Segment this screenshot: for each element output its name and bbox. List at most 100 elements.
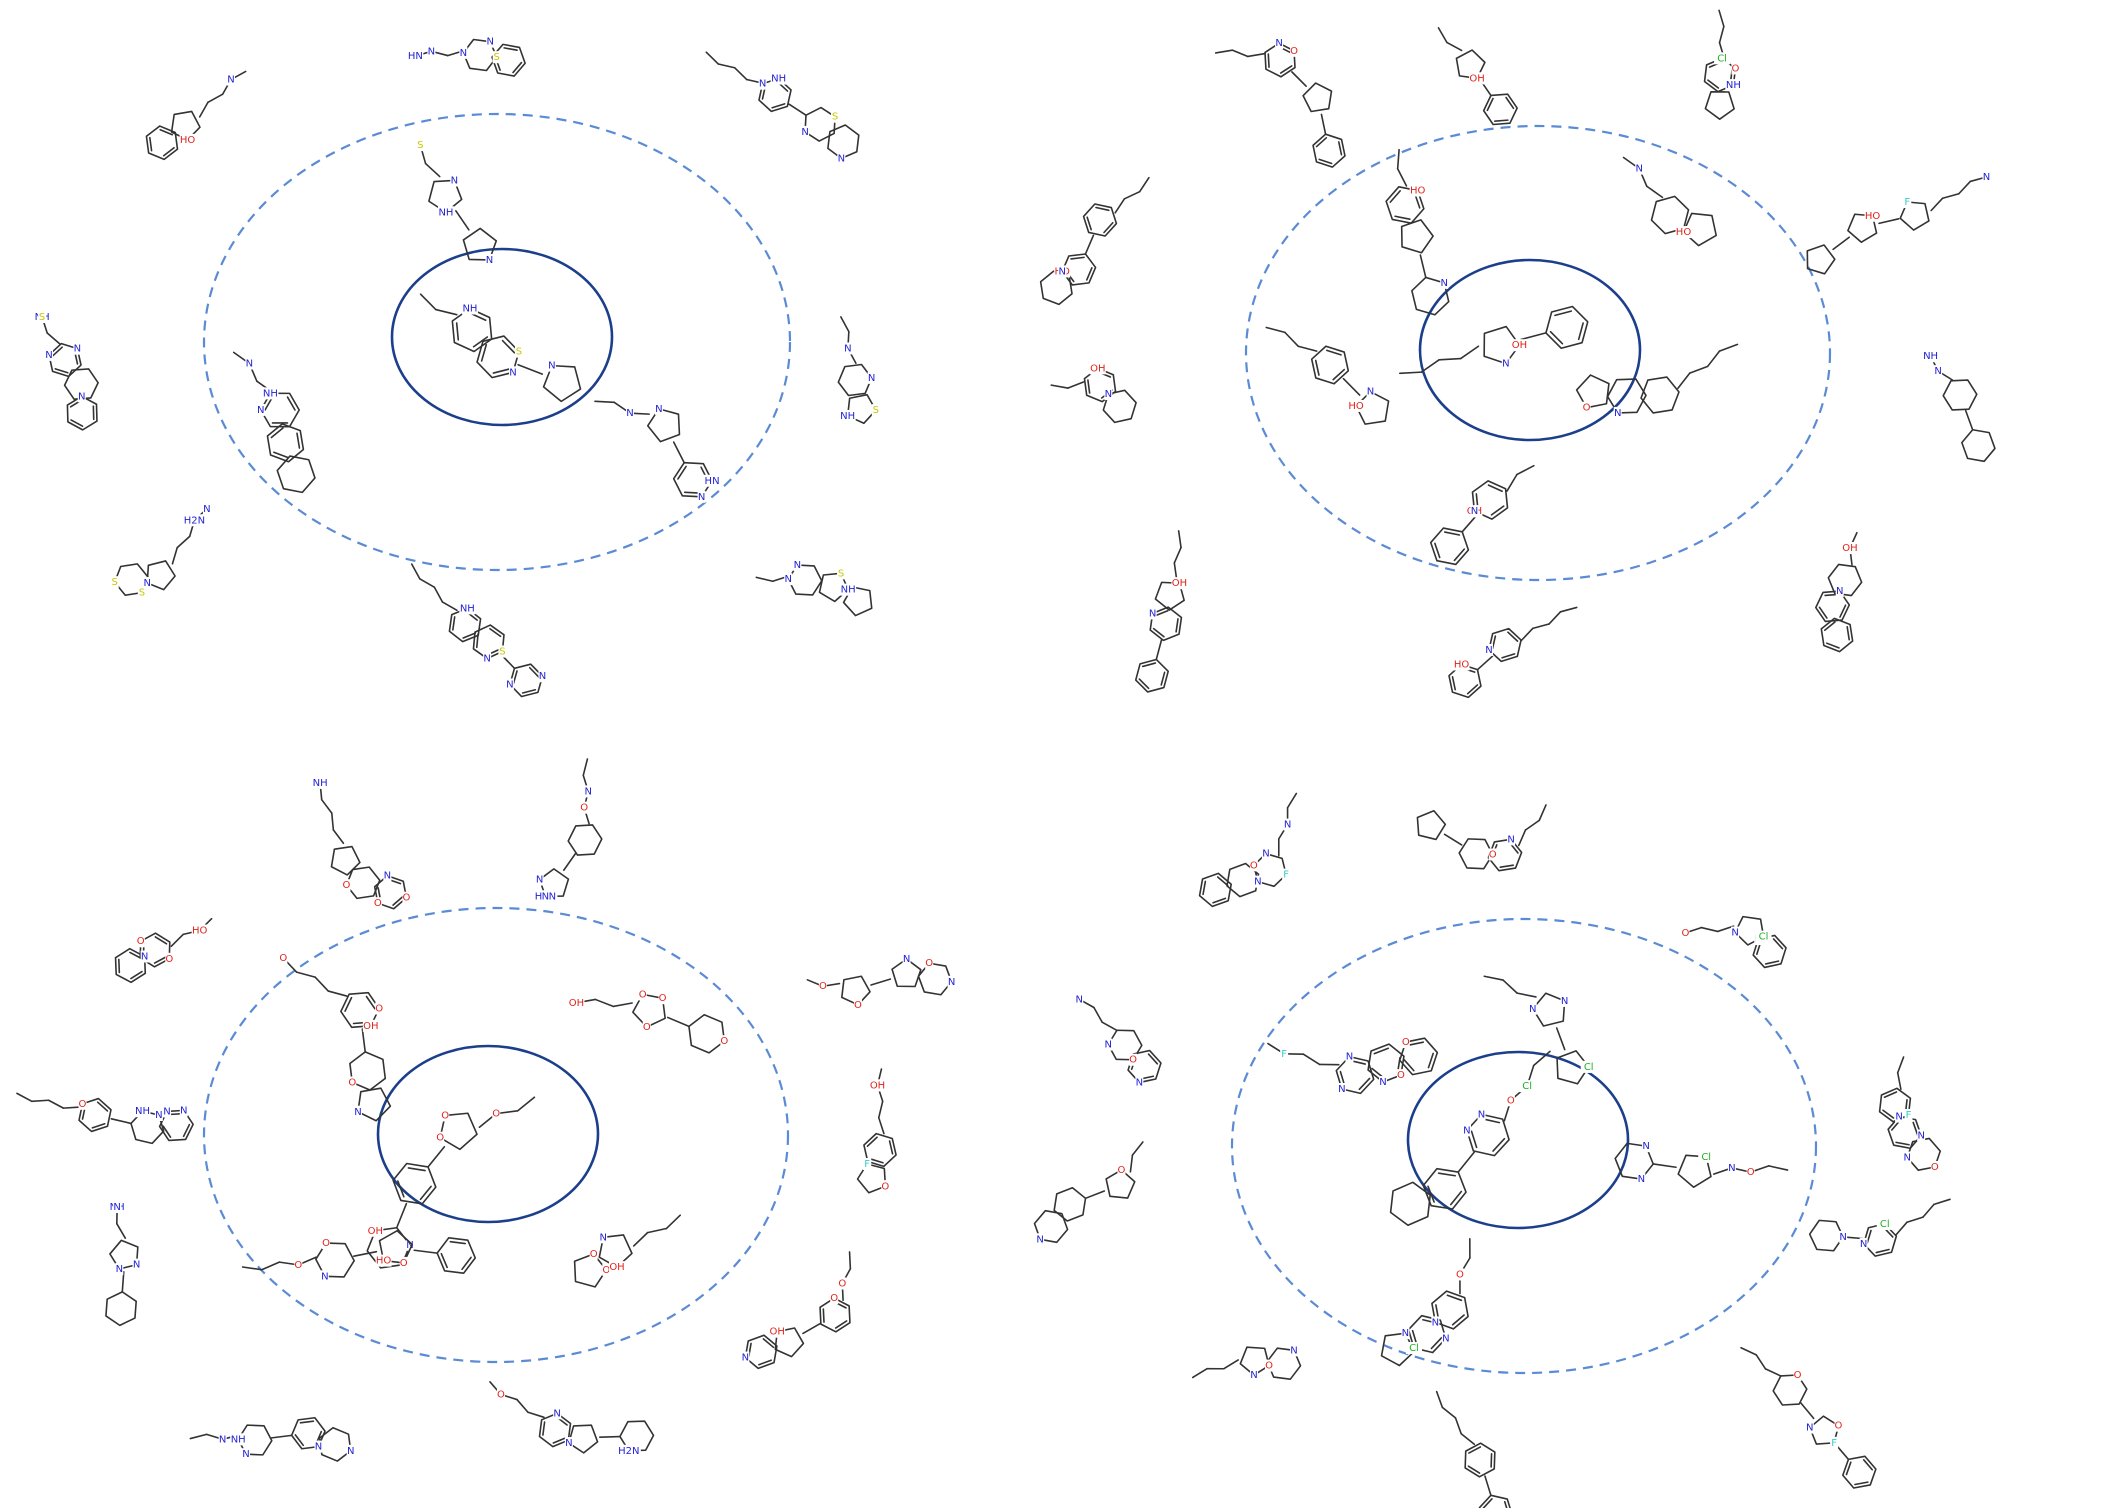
atom-label: N xyxy=(227,75,234,86)
atom-label: O xyxy=(1129,1055,1137,1066)
outer-neighbor-molecule: NONNOHF xyxy=(856,1068,897,1194)
atom-label: N xyxy=(428,46,435,57)
atom-label: Cl xyxy=(1759,932,1769,943)
atom-label: HN xyxy=(705,476,720,487)
atom-label: O xyxy=(602,1265,610,1276)
atom-label: N xyxy=(759,79,766,90)
atom-label: N xyxy=(536,875,543,886)
outer-neighbor-molecule: HOONNO xyxy=(114,917,213,984)
atom-label: O xyxy=(643,1022,651,1033)
similarity-ring xyxy=(202,112,792,572)
atom-label: O xyxy=(79,1099,87,1110)
atom-label: O xyxy=(403,893,411,904)
atom-label: N xyxy=(1934,366,1941,377)
atom-label: N xyxy=(553,1408,560,1419)
atom-label: O xyxy=(279,953,287,964)
atom-label: N xyxy=(321,1271,328,1282)
atom-label: OH xyxy=(569,998,584,1009)
atom-label: OH xyxy=(1512,340,1527,351)
atom-label: O xyxy=(1583,403,1591,414)
atom-label: O xyxy=(659,993,667,1004)
atom-label: N xyxy=(742,1353,749,1364)
atom-label: N xyxy=(509,367,516,378)
atom-label: HO xyxy=(192,926,208,937)
atom-label: N xyxy=(1402,1328,1409,1339)
atom-label: Cl xyxy=(1584,1062,1594,1073)
atom-label: HO xyxy=(180,135,196,146)
atom-label: O xyxy=(1507,1095,1515,1106)
atom-label: Cl xyxy=(1522,1081,1532,1092)
outer-neighbor-molecule: NO xyxy=(1033,1141,1144,1246)
atom-label: H2N xyxy=(618,1446,639,1457)
atom-label: N xyxy=(1485,645,1492,656)
atom-label: N xyxy=(155,1110,162,1121)
atom-label: F xyxy=(864,1159,870,1170)
atom-label: N xyxy=(585,786,592,797)
inner-neighbor-molecule: NO xyxy=(1575,343,1739,419)
atom-label: N xyxy=(542,891,549,902)
atom-label: OH xyxy=(870,1080,885,1091)
atom-label: N xyxy=(1561,996,1568,1007)
atom-label: N xyxy=(133,1260,140,1271)
atom-label: N xyxy=(1917,1130,1924,1141)
panel-imidazolidinone: NONNClONNNClONNONFClNONNNONNClNONNFNONON… xyxy=(1033,792,1951,1508)
query-ring xyxy=(376,1044,600,1224)
atom-label: F xyxy=(1904,197,1910,208)
atom-label: O xyxy=(1456,1269,1464,1280)
atom-label: F xyxy=(1281,1049,1287,1060)
atom-label: N xyxy=(1105,389,1112,400)
similarity-ring xyxy=(1230,917,1818,1375)
atom-label: N xyxy=(1104,1040,1111,1051)
atom-label: N xyxy=(844,343,851,354)
outer-neighbor-molecule: NOH xyxy=(1134,530,1188,693)
atom-label: N xyxy=(1346,1052,1353,1063)
atom-label: N xyxy=(1254,877,1261,888)
atom-label: N xyxy=(1836,586,1843,597)
atom-label: O xyxy=(1250,860,1258,871)
atom-label: OH xyxy=(363,1021,378,1032)
atom-label: N xyxy=(257,405,264,416)
atom-label: O xyxy=(819,981,827,992)
atom-label: S xyxy=(139,588,145,599)
atom-label: S xyxy=(832,112,838,123)
atom-label: O xyxy=(830,1293,838,1304)
atom-label: O xyxy=(1397,1070,1405,1081)
atom-label: NH xyxy=(841,585,856,596)
atom-label: N xyxy=(1635,164,1642,175)
atom-label: O xyxy=(881,1181,889,1192)
atom-label: N xyxy=(1860,1239,1867,1250)
inner-neighbor-molecule: OHN xyxy=(1429,464,1535,566)
atom-label: N xyxy=(219,1434,226,1445)
atom-label: Cl xyxy=(1409,1343,1419,1354)
atom-label: OH xyxy=(1469,73,1484,84)
atom-label: N xyxy=(1895,1112,1902,1123)
atom-label: O xyxy=(375,1004,383,1015)
outer-neighbor-molecule: NONCl xyxy=(1681,915,1787,969)
atom-label: N xyxy=(143,578,150,589)
atom-label: OH xyxy=(609,1262,624,1273)
atom-label: NH xyxy=(460,603,475,614)
atom-label: OH xyxy=(1090,363,1105,374)
atom-label: O xyxy=(492,1109,500,1120)
atom-label: N xyxy=(948,977,955,988)
atom-label: HO xyxy=(1454,659,1470,670)
atom-label: O xyxy=(1118,1165,1126,1176)
atom-label: S xyxy=(516,347,522,358)
